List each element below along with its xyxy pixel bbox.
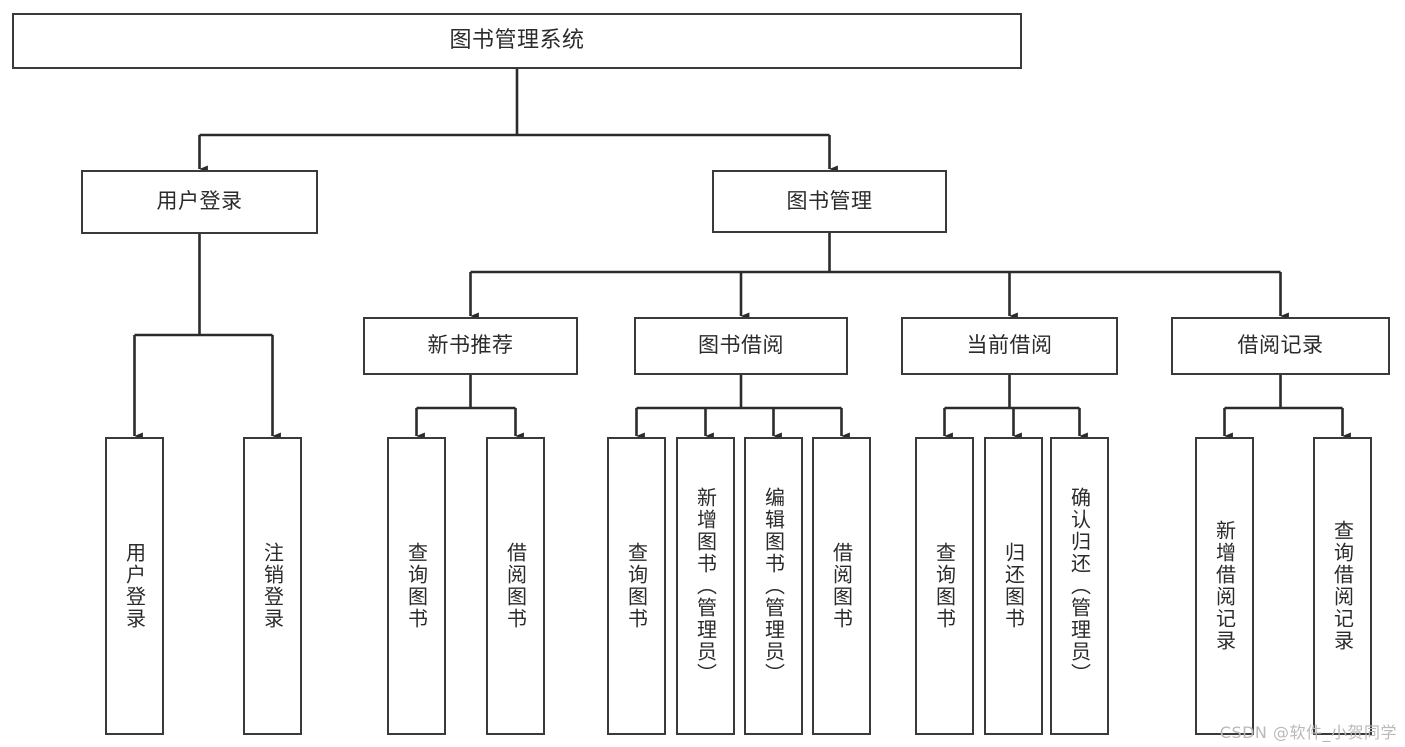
node-label: 借阅记录 (1237, 333, 1324, 358)
leaf-node-8[interactable]: 查询图书 (915, 437, 974, 735)
node-label: 用户登录 (156, 189, 243, 214)
leaf-node-9[interactable]: 归还图书 (984, 437, 1043, 735)
leaf-node-10[interactable]: 确认归还（管理员） (1050, 437, 1109, 735)
node-label: 归还图书 (1001, 542, 1026, 630)
leaf-node-11[interactable]: 新增借阅记录 (1195, 437, 1254, 735)
node-label: 查询借阅记录 (1330, 520, 1355, 652)
level2-node-0[interactable]: 新书推荐 (363, 317, 578, 375)
leaf-node-4[interactable]: 查询图书 (607, 437, 666, 735)
node-label: 用户登录 (122, 542, 147, 630)
node-label: 查询图书 (624, 542, 649, 630)
node-label: 图书借阅 (698, 333, 784, 358)
node-label: 注销登录 (260, 542, 285, 630)
leaf-node-1[interactable]: 注销登录 (243, 437, 302, 735)
node-label: 图书管理系统 (449, 27, 585, 53)
leaf-node-3[interactable]: 借阅图书 (486, 437, 545, 735)
root-node-0[interactable]: 图书管理系统 (12, 13, 1022, 69)
level2-node-3[interactable]: 借阅记录 (1171, 317, 1390, 375)
level1-node-0[interactable]: 用户登录 (81, 170, 318, 234)
node-label: 查询图书 (404, 542, 429, 630)
node-label: 借阅图书 (503, 542, 528, 630)
node-label: 新书推荐 (427, 333, 514, 358)
node-label: 新增借阅记录 (1212, 520, 1237, 652)
leaf-node-2[interactable]: 查询图书 (387, 437, 446, 735)
node-label: 编辑图书（管理员） (761, 487, 786, 685)
leaf-node-12[interactable]: 查询借阅记录 (1313, 437, 1372, 735)
node-label: 当前借阅 (966, 333, 1053, 358)
node-label: 查询图书 (932, 542, 957, 630)
leaf-node-5[interactable]: 新增图书（管理员） (676, 437, 735, 735)
node-label: 新增图书（管理员） (693, 487, 718, 685)
node-label: 借阅图书 (829, 542, 854, 630)
leaf-node-7[interactable]: 借阅图书 (812, 437, 871, 735)
level2-node-1[interactable]: 图书借阅 (634, 317, 848, 375)
node-label: 确认归还（管理员） (1067, 487, 1092, 685)
level1-node-1[interactable]: 图书管理 (712, 170, 947, 233)
leaf-node-0[interactable]: 用户登录 (105, 437, 164, 735)
leaf-node-6[interactable]: 编辑图书（管理员） (744, 437, 803, 735)
node-label: 图书管理 (786, 188, 873, 213)
level2-node-2[interactable]: 当前借阅 (901, 317, 1118, 375)
